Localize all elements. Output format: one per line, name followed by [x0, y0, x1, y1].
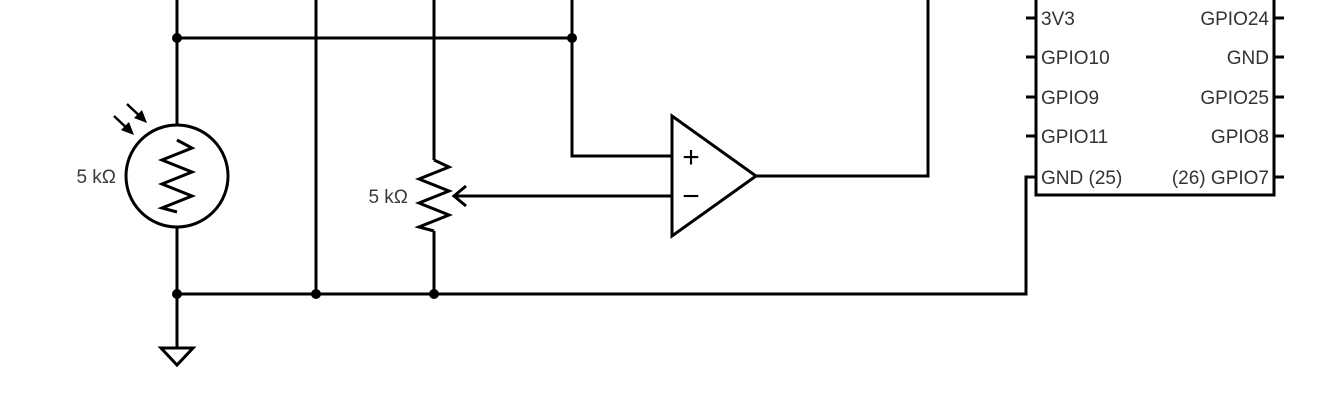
photoresistor-zigzag: [157, 138, 197, 214]
junction-dot: [311, 289, 321, 299]
pin-label-left: GND (25): [1041, 168, 1122, 189]
junction-dot: [172, 289, 182, 299]
wire-comparator-output: [756, 0, 930, 178]
junction-dot: [429, 289, 439, 299]
pin-label-left: GPIO10: [1041, 48, 1110, 69]
pin-label-left: GPIO11: [1041, 127, 1108, 148]
junction-dot: [172, 33, 182, 43]
pin-label-right: GPIO8: [1211, 127, 1269, 148]
pin-label-right: GND: [1227, 48, 1269, 69]
wires: [175, 0, 1036, 348]
comparator-plus-label: +: [682, 141, 700, 174]
ground-icon: [157, 346, 197, 368]
pin-label-right: (26) GPIO7: [1172, 168, 1269, 189]
photoresistor-body: [124, 123, 230, 229]
potentiometer: 5 kΩ: [368, 158, 467, 233]
pin-label-left: GPIO9: [1041, 88, 1099, 109]
photoresistor: 5 kΩ: [76, 103, 230, 229]
junction-dot: [567, 33, 577, 43]
header-right-pin-stubs: [1274, 16, 1284, 179]
photoresistor-value-label: 5 kΩ: [76, 167, 116, 188]
comparator: + −: [670, 113, 759, 239]
pin-label-right: GPIO24: [1200, 9, 1269, 30]
comparator-minus-label: −: [682, 180, 700, 213]
gpio-header: 3V3 GPIO10 GPIO9 GPIO11 GND (25) GPIO24 …: [1026, 0, 1284, 197]
junctions: [172, 33, 577, 299]
wire-plus-input: [570, 0, 672, 158]
light-arrows-icon: [113, 103, 147, 135]
pin-label-right: GPIO25: [1200, 88, 1269, 109]
potentiometer-zigzag: [414, 158, 454, 233]
potentiometer-wiper-arrow-icon: [451, 184, 467, 208]
pin-label-left: 3V3: [1041, 9, 1075, 30]
comparator-triangle: [670, 113, 759, 239]
header-left-pin-stubs: [1026, 16, 1036, 138]
wire-ground-rail: [177, 175, 1036, 296]
potentiometer-value-label: 5 kΩ: [368, 187, 408, 208]
